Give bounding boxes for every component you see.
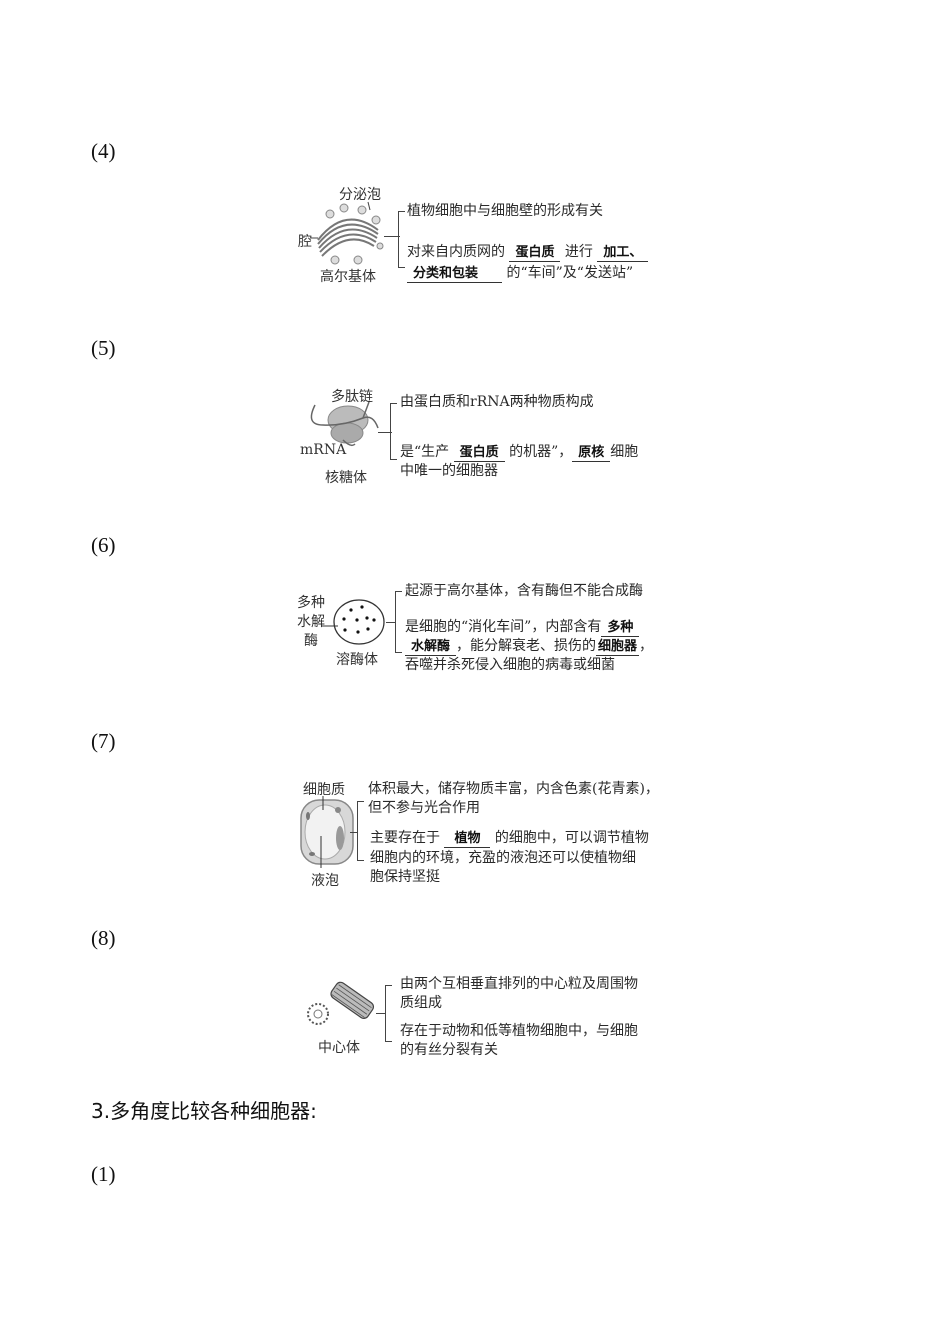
text: ，能分解衰老、损伤的 bbox=[456, 638, 597, 654]
organelle-name: 液泡 bbox=[311, 873, 339, 889]
bracket-stub bbox=[376, 1013, 386, 1014]
mrna-label: mRNA bbox=[300, 442, 347, 458]
text: 细胞 bbox=[610, 444, 639, 460]
description-line: 起源于高尔基体，含有酶但不能合成酶 bbox=[405, 583, 643, 599]
bracket-stub bbox=[350, 832, 358, 833]
lysosome-icon bbox=[322, 599, 385, 645]
bracket-stub bbox=[386, 622, 396, 623]
section-label-4: (4) bbox=[91, 139, 116, 163]
text: ， bbox=[639, 638, 654, 654]
section-label-5: (5) bbox=[91, 336, 116, 360]
answer-blank: 分类和包装 bbox=[407, 265, 503, 283]
description-line: 体积最大，储存物质丰富，内含色素(花青素)， bbox=[368, 781, 659, 797]
description-line: 主要存在于 植物 的细胞中，可以调节植物 bbox=[370, 829, 649, 848]
organelle-name: 核糖体 bbox=[325, 470, 367, 486]
description-line: 对来自内质网的 蛋白质 进行 加工、 bbox=[407, 243, 649, 262]
description-line: 胞保持坚挺 bbox=[370, 869, 440, 885]
centriole-icon bbox=[307, 981, 375, 1025]
polypeptide-label: 多肽链 bbox=[331, 389, 373, 405]
text: 是细胞的“消化车间”，内部含有 bbox=[405, 619, 602, 635]
section-label-8: (8) bbox=[91, 926, 116, 950]
label-line: 多种 bbox=[297, 595, 325, 611]
answer-blank: 蛋白质 bbox=[509, 244, 561, 262]
bracket bbox=[395, 591, 402, 653]
description-line: 植物细胞中与细胞壁的形成有关 bbox=[407, 203, 603, 219]
answer-blank: 多种 bbox=[601, 619, 640, 637]
bracket bbox=[385, 985, 392, 1042]
cytoplasm-label: 细胞质 bbox=[303, 782, 345, 798]
description-line: 由两个互相垂直排列的中心粒及周围物 bbox=[400, 976, 638, 992]
organelle-name: 中心体 bbox=[318, 1040, 360, 1056]
description-line: 但不参与光合作用 bbox=[368, 800, 480, 816]
organelle-name: 高尔基体 bbox=[320, 269, 376, 285]
label-line: 酶 bbox=[304, 633, 318, 649]
description-line: 的有丝分裂有关 bbox=[400, 1042, 498, 1058]
description-line: 中唯一的细胞器 bbox=[400, 463, 498, 479]
organelle-name: 溶酶体 bbox=[336, 652, 378, 668]
answer-blank: 加工、 bbox=[597, 244, 649, 262]
plant-cell-vacuole-icon bbox=[300, 796, 354, 868]
hydrolase-label: 多种 水解 酶 bbox=[297, 594, 325, 651]
text: 进行 bbox=[564, 244, 593, 260]
section-heading: 3.多角度比较各种细胞器: bbox=[91, 1099, 317, 1123]
bracket bbox=[390, 403, 397, 460]
description-line: 分类和包装 的“车间”及“发送站” bbox=[407, 264, 633, 283]
description-line: 是“生产 蛋白质 的机器”，原核细胞 bbox=[400, 443, 638, 462]
section-label-6: (6) bbox=[91, 533, 116, 557]
description-line: 水解酶，能分解衰老、损伤的细胞器， bbox=[405, 637, 653, 656]
golgi-apparatus-icon bbox=[310, 201, 384, 265]
label-line: 水解 bbox=[297, 614, 325, 630]
section-label-7: (7) bbox=[91, 729, 116, 753]
description-line: 存在于动物和低等植物细胞中，与细胞 bbox=[400, 1023, 638, 1039]
text: 的“车间”及“发送站” bbox=[506, 265, 634, 281]
section-label-next: (1) bbox=[91, 1162, 116, 1186]
description-line: 由蛋白质和rRNA两种物质构成 bbox=[400, 394, 594, 410]
answer-blank: 水解酶 bbox=[405, 638, 457, 656]
bracket-stub bbox=[384, 236, 400, 237]
text: 主要存在于 bbox=[370, 830, 440, 846]
ribosome-icon bbox=[310, 401, 379, 447]
vesicle-label: 分泌泡 bbox=[339, 187, 381, 203]
description-line: 细胞内的环境，充盈的液泡还可以使植物细 bbox=[370, 850, 636, 866]
answer-blank: 植物 bbox=[444, 830, 491, 848]
text: 的机器”， bbox=[509, 444, 573, 460]
answer-blank: 原核 bbox=[572, 444, 611, 462]
bracket bbox=[357, 801, 364, 861]
answer-blank: 细胞器 bbox=[596, 639, 640, 656]
description-line: 吞噬并杀死侵入细胞的病毒或细菌 bbox=[405, 657, 615, 673]
bracket bbox=[398, 211, 405, 268]
description-line: 质组成 bbox=[400, 995, 442, 1011]
lumen-label: 腔 bbox=[298, 234, 312, 250]
text: 是“生产 bbox=[400, 444, 450, 460]
answer-blank: 蛋白质 bbox=[453, 444, 505, 462]
description-line: 是细胞的“消化车间”，内部含有多种 bbox=[405, 618, 640, 637]
bracket-stub bbox=[378, 432, 392, 433]
text: 的细胞中，可以调节植物 bbox=[494, 830, 649, 846]
text: 对来自内质网的 bbox=[407, 244, 505, 260]
